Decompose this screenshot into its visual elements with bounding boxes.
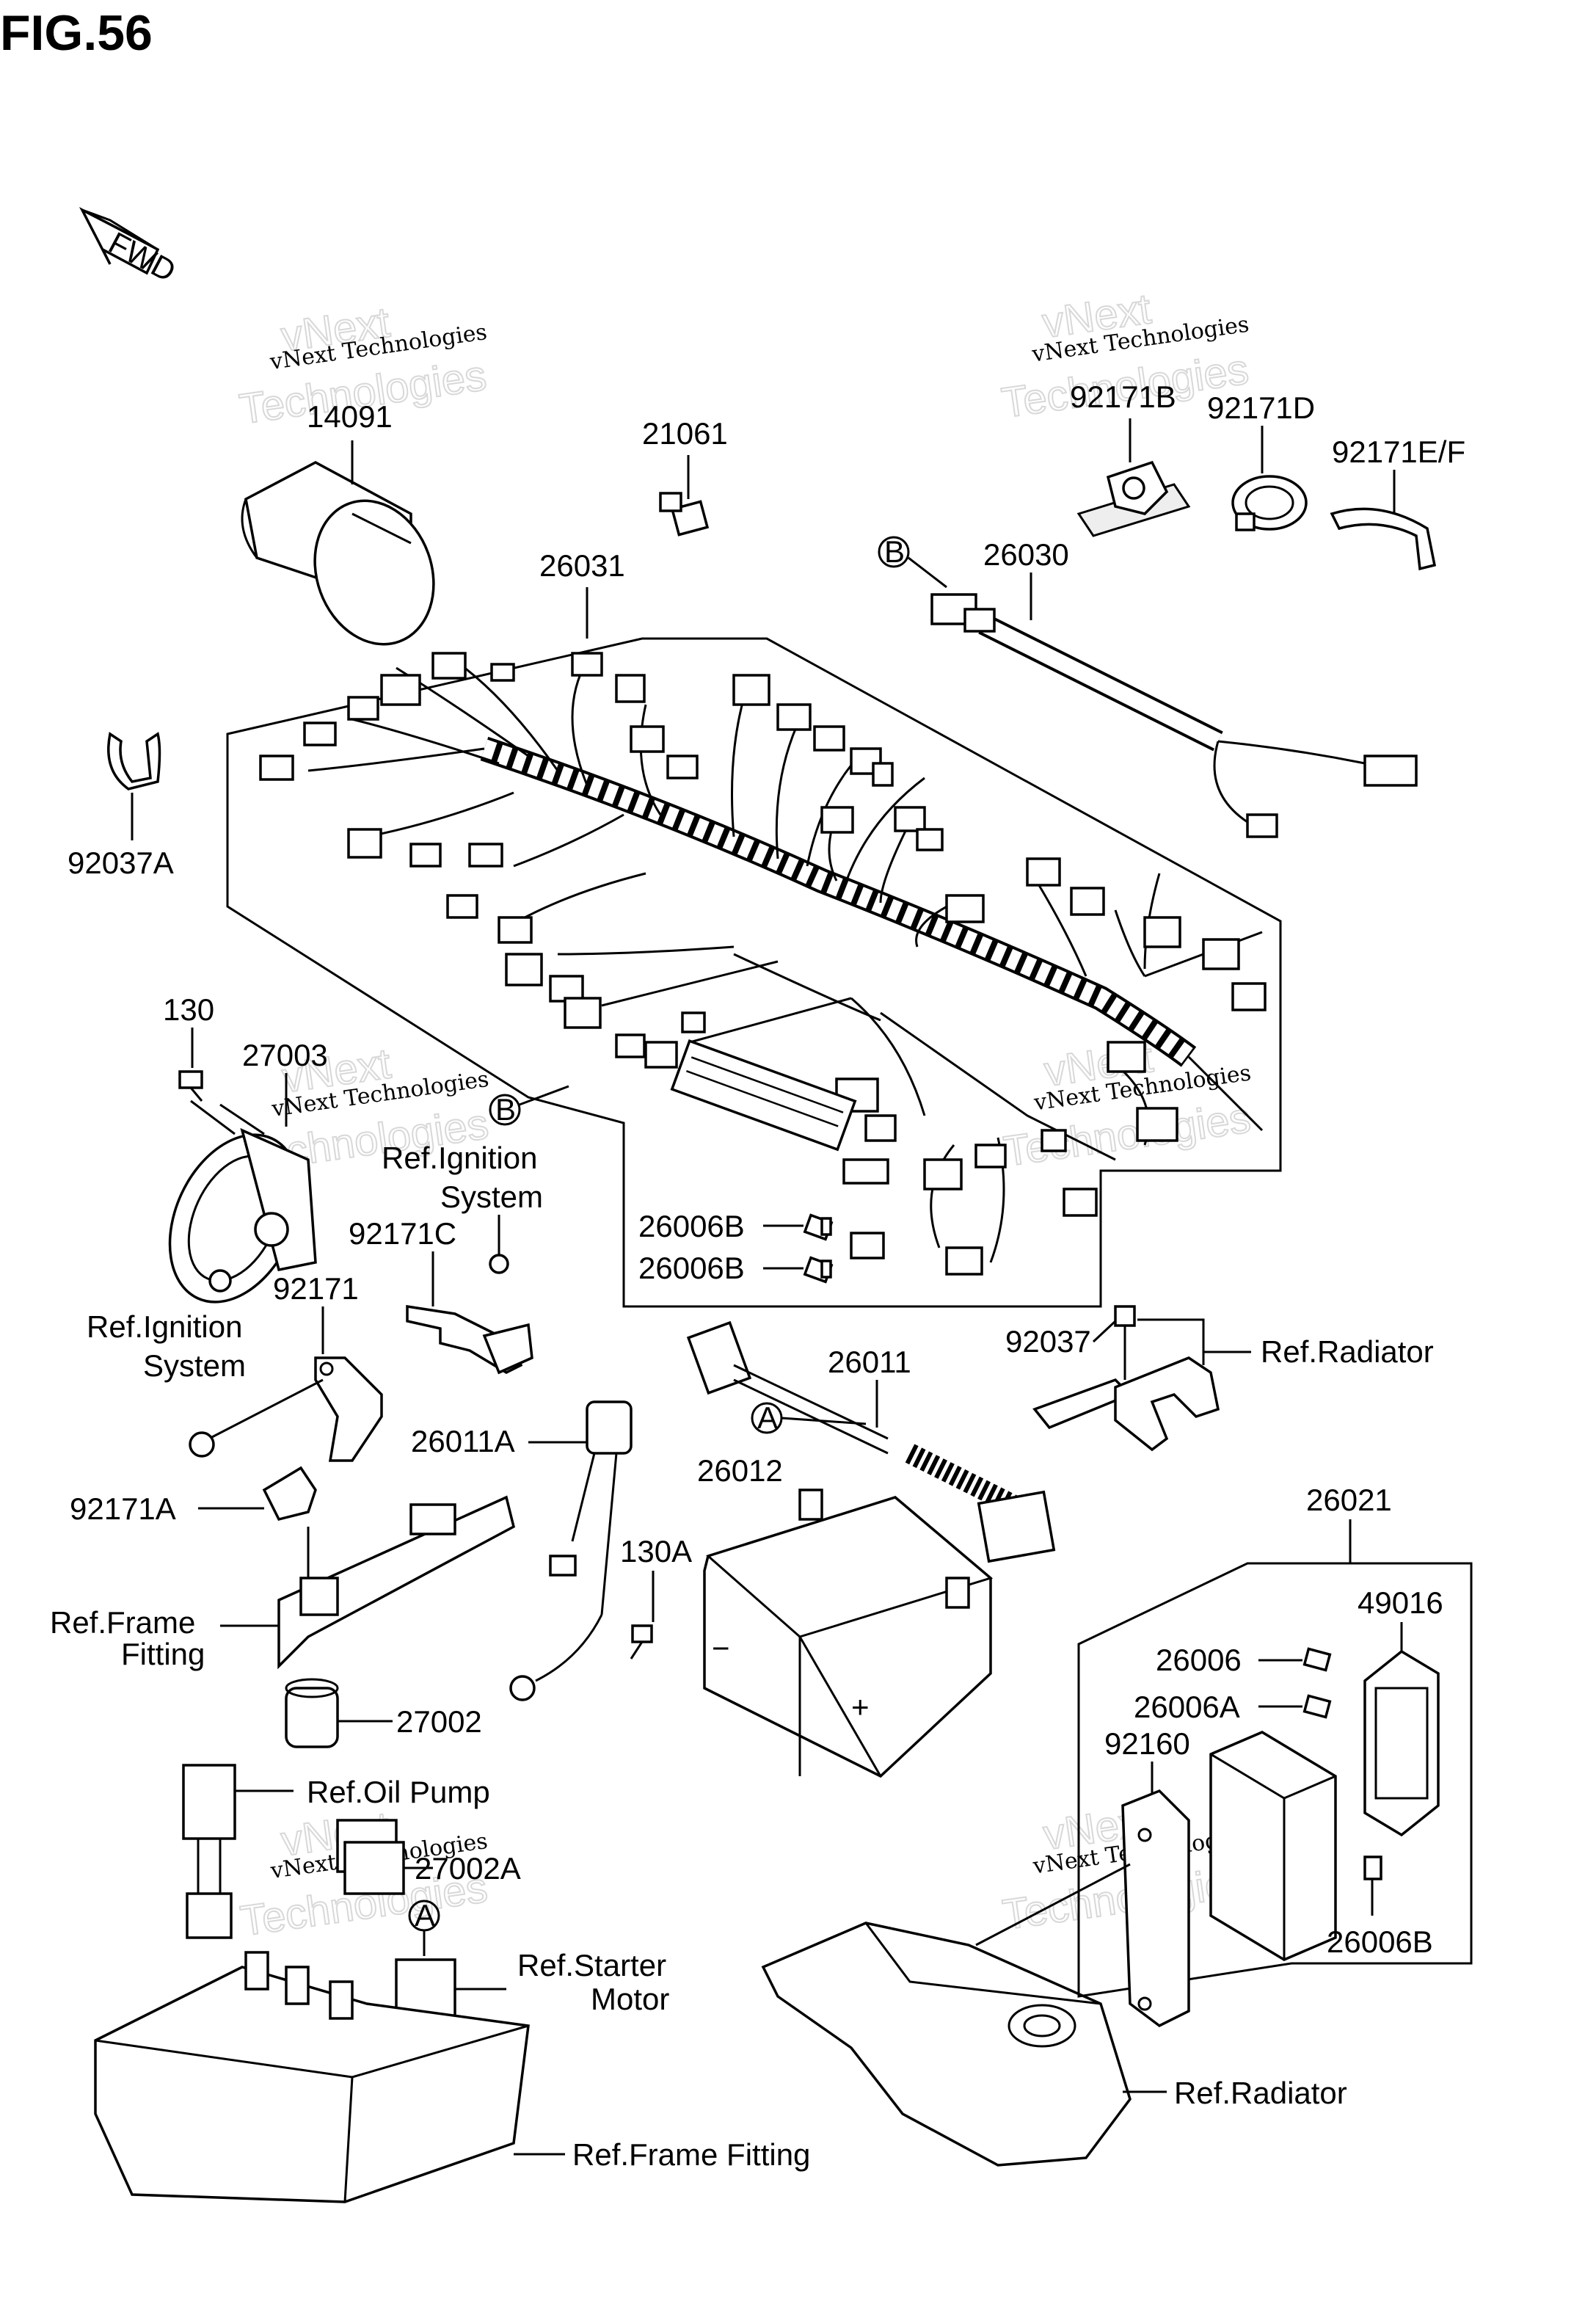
- label-27003: 27003: [242, 1038, 328, 1072]
- part-130A-bolt[interactable]: [630, 1624, 653, 1660]
- label-92037: 92037: [1005, 1324, 1091, 1359]
- part-27002-relay[interactable]: [285, 1678, 339, 1748]
- label-92171C: 92171C: [349, 1216, 456, 1251]
- part-92037-plate[interactable]: [1032, 1305, 1220, 1452]
- svg-text:+: +: [851, 1690, 870, 1724]
- part-frame-fitting-bracket[interactable]: [277, 1495, 516, 1670]
- label-26006: 26006: [1156, 1643, 1242, 1677]
- svg-text:B: B: [884, 534, 905, 569]
- label-92160: 92160: [1104, 1726, 1190, 1761]
- label-92171B: 92171B: [1070, 379, 1176, 414]
- callout-B-top: [878, 536, 910, 568]
- part-fuse-box-body[interactable]: [1209, 1731, 1337, 1961]
- part-26006A-fuse[interactable]: [1302, 1694, 1332, 1719]
- label-92171: 92171: [273, 1271, 359, 1306]
- ref-ignition-1-line2: System: [440, 1179, 543, 1214]
- fwd-arrow-icon: FWD: [79, 206, 182, 288]
- part-battery-case[interactable]: [94, 1951, 530, 2203]
- label-26006B-2: 26006B: [638, 1251, 745, 1285]
- part-92171D-band[interactable]: [1231, 475, 1308, 531]
- ref-oil-pump: Ref.Oil Pump: [307, 1775, 490, 1809]
- callout-B-harness: [489, 1094, 521, 1126]
- part-92171A-clip[interactable]: [262, 1466, 317, 1522]
- label-92171EF: 92171E/F: [1332, 435, 1465, 469]
- svg-text:A: A: [757, 1400, 778, 1435]
- label-26030: 26030: [983, 537, 1069, 572]
- label-130: 130: [163, 992, 214, 1027]
- part-92171B-clamp[interactable]: [1076, 460, 1191, 537]
- label-26006B-1: 26006B: [638, 1209, 745, 1243]
- label-14091: 14091: [307, 399, 393, 434]
- ref-starter-line2: Motor: [591, 1982, 669, 2016]
- label-26006A: 26006A: [1134, 1690, 1240, 1724]
- part-49016-cover[interactable]: [1363, 1649, 1440, 1837]
- part-27003-horn[interactable]: [145, 1099, 325, 1323]
- label-92171D: 92171D: [1207, 390, 1315, 425]
- label-49016: 49016: [1358, 1585, 1443, 1620]
- part-26011-cable[interactable]: [686, 1320, 1056, 1563]
- label-26012: 26012: [697, 1453, 783, 1488]
- svg-text:−: −: [712, 1631, 730, 1665]
- fwd-label: FWD: [103, 225, 182, 288]
- nut-icon: [189, 1431, 215, 1458]
- nut-icon: [489, 1254, 509, 1274]
- label-27002A: 27002A: [415, 1851, 521, 1886]
- part-21061-clip[interactable]: [659, 492, 710, 537]
- ref-frame-line1: Ref.Frame: [50, 1605, 195, 1640]
- ref-ignition-1-line1: Ref.Ignition: [382, 1141, 537, 1175]
- label-92171A: 92171A: [70, 1491, 176, 1526]
- part-26021-fuse-box-group[interactable]: [1077, 1562, 1473, 1998]
- svg-text:A: A: [415, 1898, 435, 1933]
- label-26011A: 26011A: [411, 1424, 515, 1458]
- part-26011A-cable[interactable]: [509, 1400, 633, 1701]
- part-oil-pump-relay[interactable]: [182, 1764, 236, 1939]
- part-27002A-relay[interactable]: [336, 1819, 405, 1895]
- ref-starter-line1: Ref.Starter: [517, 1948, 666, 1982]
- ref-radiator-bottom: Ref.Radiator: [1174, 2076, 1347, 2110]
- figure-title: FIG.56: [0, 5, 153, 61]
- ref-ignition-2-line1: Ref.Ignition: [87, 1309, 242, 1344]
- part-92037A-band[interactable]: [107, 732, 161, 790]
- label-21061: 21061: [642, 416, 728, 451]
- label-26011: 26011: [828, 1345, 911, 1379]
- ref-radiator-top: Ref.Radiator: [1261, 1334, 1434, 1369]
- svg-text:B: B: [495, 1092, 516, 1127]
- ref-frame-line2: Fitting: [121, 1637, 205, 1671]
- part-radiator-tank[interactable]: [761, 1922, 1132, 2167]
- part-92171EF-strap[interactable]: [1330, 507, 1437, 571]
- part-92171-bracket[interactable]: [314, 1356, 383, 1462]
- part-26006B-fuse-3[interactable]: [1363, 1855, 1382, 1880]
- part-92160-bracket[interactable]: [1121, 1789, 1190, 2028]
- part-26006B-fuse-2[interactable]: [803, 1256, 834, 1284]
- part-130-bolt[interactable]: [178, 1070, 203, 1102]
- part-26030-sub-harness[interactable]: [930, 593, 1418, 838]
- label-27002: 27002: [396, 1704, 482, 1739]
- label-26021: 26021: [1306, 1483, 1392, 1517]
- part-92171C-bracket[interactable]: [406, 1304, 533, 1375]
- part-26006-fuse[interactable]: [1302, 1647, 1332, 1672]
- part-26012-battery[interactable]: − +: [703, 1488, 994, 1778]
- label-92037A: 92037A: [68, 846, 174, 880]
- label-26031: 26031: [539, 548, 625, 583]
- ref-frame-bottom: Ref.Frame Fitting: [572, 2137, 810, 2172]
- label-26006B-3: 26006B: [1327, 1924, 1433, 1959]
- part-26031-main-harness[interactable]: [226, 637, 1282, 1308]
- part-14091-cylinder[interactable]: [241, 461, 453, 661]
- label-130A: 130A: [620, 1534, 692, 1568]
- ref-ignition-2-line2: System: [143, 1348, 246, 1383]
- part-26006B-fuse-1[interactable]: [803, 1213, 834, 1241]
